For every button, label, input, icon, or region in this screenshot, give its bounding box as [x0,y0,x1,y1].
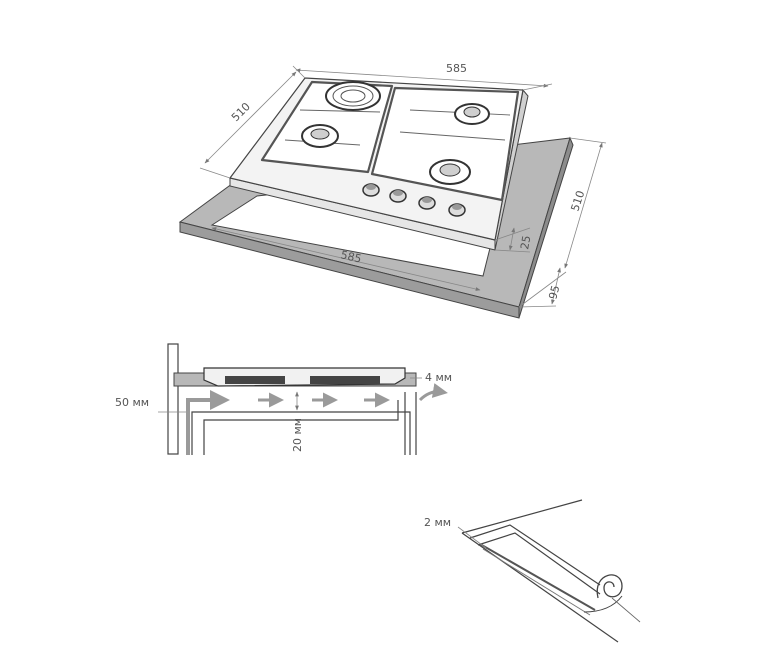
burner-front-left [301,124,339,148]
knob [448,203,466,217]
dimension-hob-width: 585 [292,62,553,91]
grate-bar [399,131,506,141]
control-knobs [362,183,466,217]
label-cutout-width: 585 [339,248,362,265]
burner-front-right [429,159,471,185]
hob-edge [477,532,601,595]
hob-edge [469,524,601,586]
seal-detail-view: 2 мм [424,499,641,643]
knob [362,183,380,197]
airflow-exit-arrow [418,383,448,402]
hotplate-ring [340,89,366,103]
label-air-gap: 20 мм [291,418,304,452]
seal-roll [583,574,641,623]
wall [167,343,179,455]
label-hob-depth: 510 [229,100,253,124]
hob-burner-base [310,376,380,384]
knob [418,196,436,210]
airflow-arrow [186,390,230,455]
label-rear-gap: 95 [546,284,562,301]
isometric-hob-view: 585 510 585 510 25 [178,62,607,319]
label-section-rear-gap: 4 мм [425,371,452,384]
hob-burner-base [225,376,285,384]
seal-strip [482,548,591,616]
grate-bar [299,109,381,113]
dimension-cutout-width: 585 [211,227,481,291]
seal-surface-edge [461,499,583,534]
label-hob-height: 25 [518,234,533,250]
dimension-hob-height: 25 [494,227,533,253]
label-cutout-depth: 510 [568,189,587,213]
cabinet-inner [203,400,399,455]
cabinet-side-left [191,411,411,455]
dimension-seal-leader [457,526,487,549]
seal-roll-tail [611,597,641,623]
seal-strip [479,543,596,611]
burner-rear-right [454,103,490,125]
label-hob-width: 585 [446,62,467,75]
seal-surface-edge [461,532,619,643]
knob [389,189,407,203]
label-seal-thickness: 2 мм [424,516,451,529]
dimension-rear-gap: 95 [518,267,563,308]
section-view: 20 мм 50 мм 4 мм [115,343,452,455]
label-ventilation-gap: 50 мм [115,396,149,409]
